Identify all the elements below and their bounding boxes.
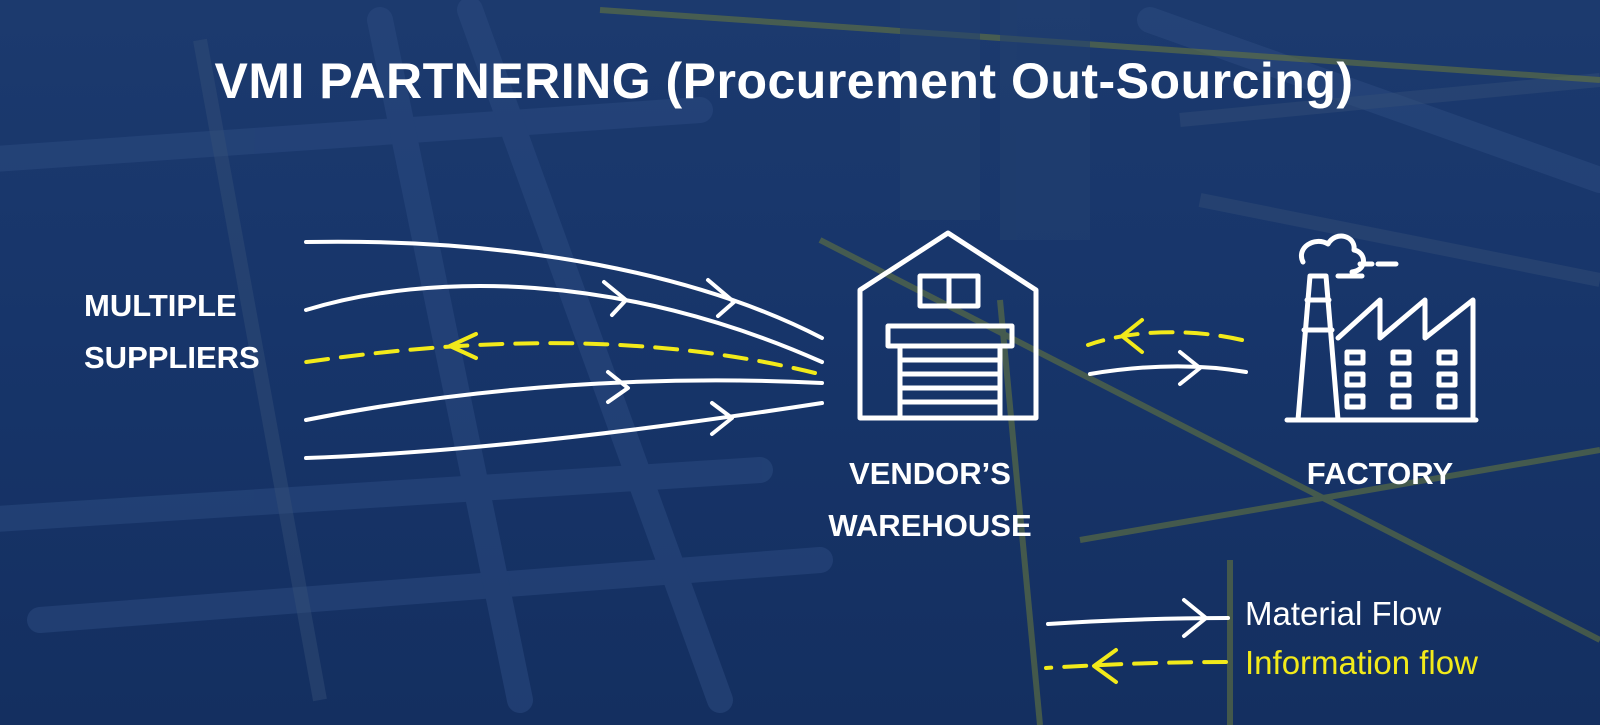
legend-information-arrow: [1044, 648, 1228, 684]
material-flow-arrow: [304, 401, 824, 460]
factory-information-flow: [1086, 318, 1244, 354]
warehouse-icon: [857, 230, 1039, 421]
information-flow-arrowhead: [448, 332, 478, 360]
material-flow-arrow: [304, 370, 824, 422]
supplier-information-flow: [304, 332, 817, 375]
warehouse-label-line1: VENDOR’S: [849, 456, 1011, 491]
legend-information-label: Information flow: [1245, 644, 1478, 681]
suppliers-label-line2: SUPPLIERS: [84, 340, 260, 375]
suppliers-label: MULTIPLE SUPPLIERS: [84, 280, 260, 384]
factory-icon: [1284, 233, 1479, 423]
legend-material-arrow: [1046, 598, 1230, 638]
suppliers-label-line1: MULTIPLE: [84, 288, 237, 323]
factory-label: FACTORY: [1280, 448, 1480, 500]
factory-material-flow: [1088, 350, 1248, 386]
material-flow-arrow: [304, 280, 824, 364]
page-title: VMI PARTNERING (Procurement Out-Sourcing…: [214, 53, 1354, 109]
supplier-material-flows: [304, 239, 824, 460]
warehouse-label: VENDOR’S WAREHOUSE: [810, 448, 1050, 552]
material-flow-arrow: [304, 239, 824, 340]
factory-label-line1: FACTORY: [1306, 456, 1454, 491]
warehouse-label-line2: WAREHOUSE: [828, 508, 1032, 543]
legend-material-label: Material Flow: [1245, 595, 1442, 632]
